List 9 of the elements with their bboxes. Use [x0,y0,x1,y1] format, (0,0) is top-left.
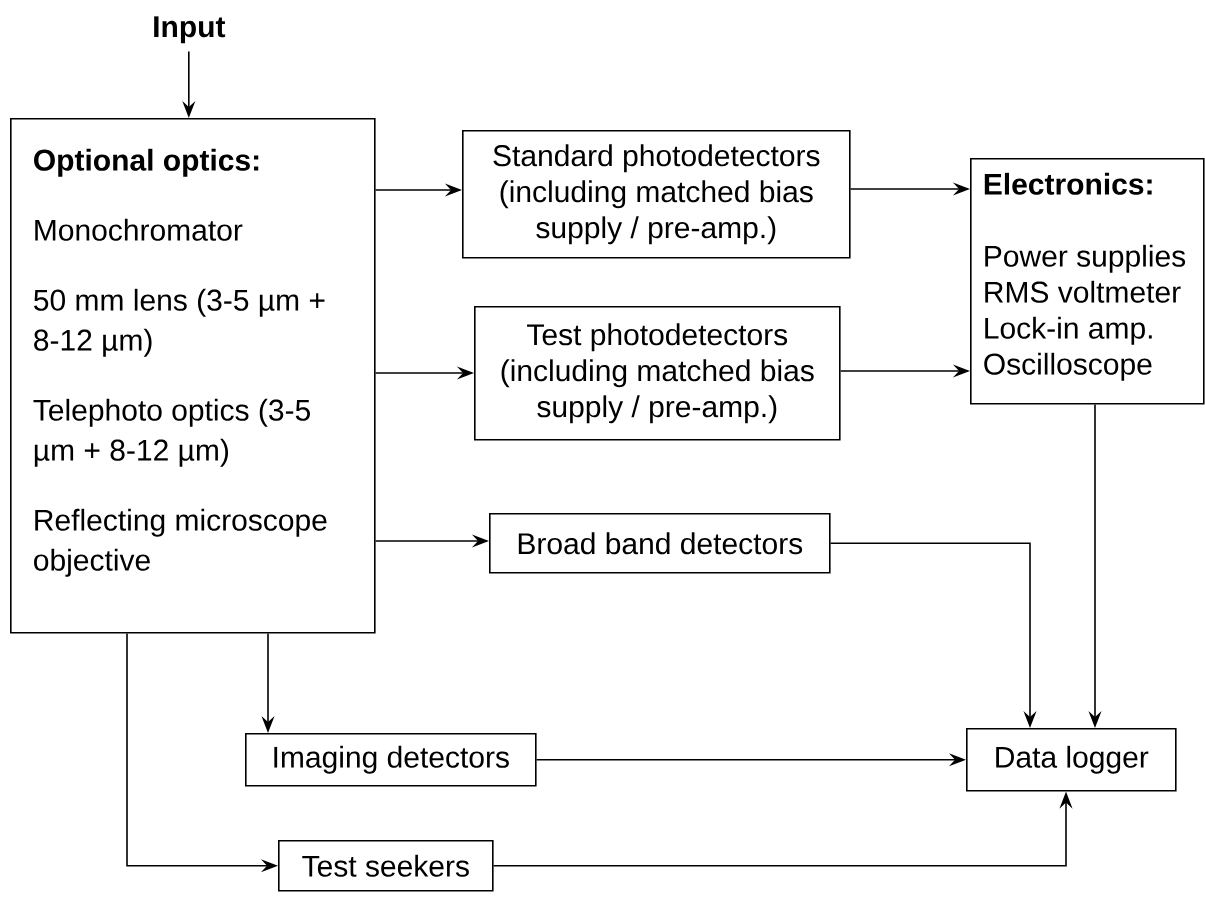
detector-box: Test photodetectors (including matched bias supply / pre-amp.) [474,306,841,441]
input-label: Input [154,16,226,44]
detector-box: Imaging detectors [245,733,537,787]
electronics-box: Electronics: Power supplies RMS voltmeter Lock-in amp. Oscilloscope [970,158,1205,405]
seeker-box: Test seekers [278,840,494,892]
detector-box: Standard photodetectors (including matched bias supply / pre-amp.) [462,130,851,259]
optics-box: Optional optics: Monochromator 50 mm lens (3-5 µm + 8-12 µm) Telephoto optics (3-5 µm + 8-12 µm) Reflecting microscope objective [10,118,376,634]
detector-box: Broad band detectors [489,513,831,574]
logger-box: Data logger [966,728,1177,792]
